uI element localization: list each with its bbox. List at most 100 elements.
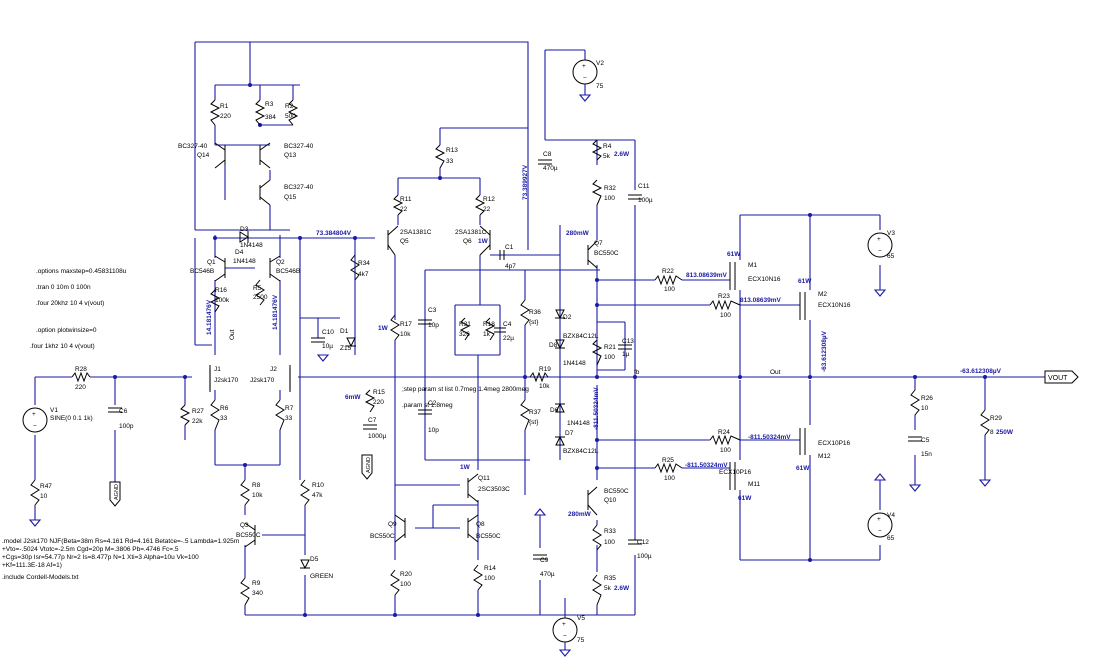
- q11-name: Q11: [478, 475, 490, 482]
- directive-four2: .four 1khz 10 4 v(vout): [30, 343, 95, 350]
- q9-name: Q9: [388, 521, 397, 528]
- c11-value: 100µ: [638, 197, 653, 204]
- d2-value: BZX84C12L: [563, 333, 599, 340]
- q2-name: Q2: [276, 259, 285, 266]
- r2-value: 500: [285, 113, 296, 120]
- r35-name: R35: [604, 575, 616, 582]
- meas-v-m2: 813.08639mV: [740, 297, 782, 304]
- r9-value: 340: [252, 590, 263, 597]
- m1-name: M1: [748, 262, 757, 269]
- r14-name: R14: [484, 565, 496, 572]
- c10-value: 10µ: [322, 343, 333, 350]
- directive-options: .options maxstep=0.45831108u: [36, 268, 127, 275]
- v4-value: 65: [887, 535, 895, 542]
- c9-name: C9: [540, 557, 549, 564]
- q1-name: Q1: [207, 259, 216, 266]
- model-line-4: +Kf=111.3E-18 Af=1): [2, 562, 62, 569]
- r29-value: 8: [990, 429, 994, 436]
- q5-name: Q5: [400, 238, 409, 245]
- r7-value: 33: [285, 415, 293, 422]
- meas-p-r4: 2.6W: [614, 151, 630, 158]
- r8-value: 10k: [252, 492, 263, 499]
- meas-p-m11: 61W: [738, 495, 752, 502]
- d6-name: D6: [550, 407, 559, 414]
- r5-value: 2500: [253, 294, 268, 301]
- r1-name: R1: [220, 103, 229, 110]
- c13-name: C13: [622, 338, 634, 345]
- d6-value: 1N4148: [567, 420, 590, 427]
- meas-v-j2: 14.181476V: [272, 294, 279, 330]
- q14-value: BC327-40: [178, 143, 208, 150]
- q14-name: Q14: [197, 152, 210, 159]
- q6-value: 2SA1381C: [455, 229, 487, 236]
- meas-v-out-vert: -63.612308µV: [821, 330, 828, 372]
- r36-name: R36: [529, 309, 541, 316]
- r25-name: R25: [662, 457, 674, 464]
- meas-p-m2: 61W: [798, 278, 812, 285]
- r29-name: R29: [990, 415, 1002, 422]
- net-vout: VOUT: [1048, 375, 1068, 382]
- r21-value: 100: [604, 354, 615, 361]
- r37-name: R37: [529, 409, 541, 416]
- j2-value: J2sk170: [250, 377, 275, 384]
- c5-name: C5: [921, 437, 930, 444]
- r6-name: R6: [220, 405, 229, 412]
- model-line-3: +Cgs=30p Isr=54.77p Nr=2 Is=8.477p N=1 X…: [2, 554, 199, 561]
- svg-text:−: −: [878, 528, 882, 535]
- q7-name: Q7: [594, 240, 603, 247]
- v5-name: V5: [577, 615, 585, 622]
- meas-p-m1: 61W: [727, 251, 741, 258]
- directive-plotwinsize: .option plotwinsize=0: [36, 327, 97, 334]
- m11-value: ECX10P16: [719, 469, 752, 476]
- r28-value: 220: [75, 384, 86, 391]
- d5-value: GREEN: [310, 573, 333, 580]
- d5-name: D5: [310, 556, 319, 563]
- r47-value: 10: [40, 493, 48, 500]
- model-line-1: .model J2sk170 NJF(Beta=38m Rs=4.161 Rd=…: [2, 538, 239, 545]
- c13-value: 1µ: [622, 351, 630, 358]
- c8-value: 470µ: [543, 165, 558, 172]
- v5-value: 75: [577, 637, 585, 644]
- d3-name: D3: [240, 226, 249, 233]
- r8-name: R8: [252, 482, 261, 489]
- r26-name: R26: [921, 395, 933, 402]
- q3-value: BC550C: [236, 532, 261, 539]
- q3-name: Q3: [240, 522, 249, 529]
- c2-name: C2: [428, 400, 437, 407]
- svg-text:+: +: [877, 516, 881, 523]
- r4-value: 5k: [603, 153, 611, 160]
- r11-value: 22: [400, 206, 408, 213]
- r4-name: R4: [603, 143, 612, 150]
- directive-tran: .tran 0 10m 0 100n: [36, 284, 91, 291]
- v3-value: 65: [887, 253, 895, 260]
- c1-name: C1: [505, 244, 514, 251]
- d8-value: 1N4148: [563, 360, 586, 367]
- d7-value: BZX84C12L: [563, 448, 599, 455]
- r27-value: 22k: [192, 418, 203, 425]
- meas-p-q7: 280mW: [566, 230, 590, 237]
- r13-name: R13: [446, 147, 458, 154]
- agnd-flag-1: AGND: [114, 484, 120, 500]
- q6-name: Q6: [463, 238, 472, 245]
- r22-name: R22: [662, 268, 674, 275]
- svg-text:+: +: [582, 63, 586, 70]
- meas-v-m12: -811.50324mV: [748, 434, 791, 441]
- v4-name: V4: [887, 512, 895, 519]
- c3-value: 10p: [428, 322, 439, 329]
- q13-name: Q13: [284, 152, 297, 159]
- q8-name: Q8: [476, 521, 485, 528]
- r25-value: 100: [664, 475, 675, 482]
- q9-value: BC550C: [370, 533, 395, 540]
- c6-value: 100p: [119, 423, 134, 430]
- meas-v-mid: -811.50324mV: [593, 387, 600, 430]
- r18-value: 1k: [483, 331, 491, 338]
- c8-name: C8: [543, 151, 552, 158]
- symbols: +− +− +− +− +−: [22, 50, 1079, 657]
- meas-p-q10: 280mW: [568, 511, 592, 518]
- wires: [34, 41, 1045, 616]
- q15-value: BC327-40: [284, 184, 314, 191]
- j1-name: J1: [214, 366, 221, 373]
- r32-value: 100: [604, 195, 615, 202]
- directive-four1: .four 20khz 10 4 v(vout): [36, 300, 104, 307]
